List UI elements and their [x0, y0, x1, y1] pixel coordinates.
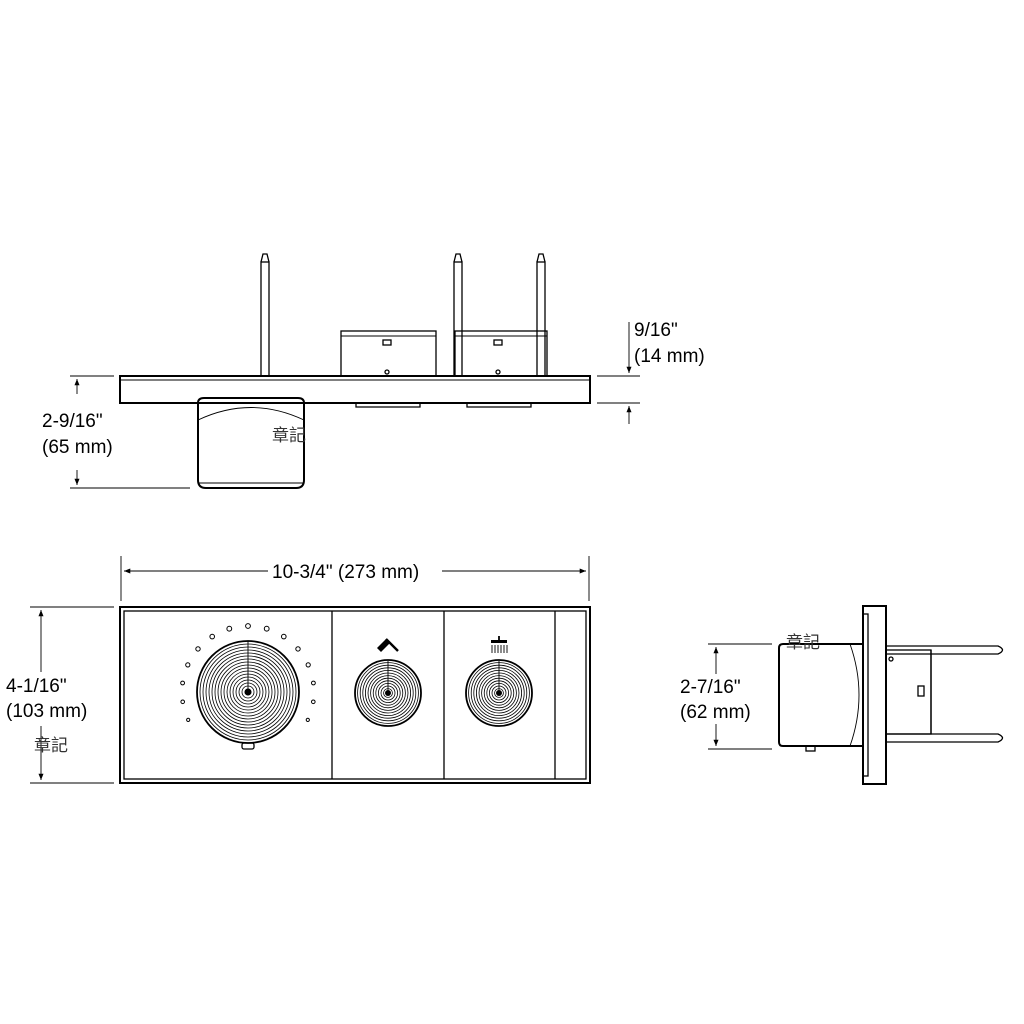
dim-top-projection-label: 2-9/16" [42, 411, 103, 432]
handshower-icon [377, 638, 399, 652]
front-view: 10-3/4" (273 mm) [6, 556, 591, 784]
scale-dot [305, 717, 310, 723]
scale-dot [245, 623, 251, 629]
top-view-body [197, 397, 305, 489]
top-view-valve-boxes [340, 330, 548, 377]
dim-side-height-mm: (62 mm) [680, 702, 751, 723]
side-view-body [778, 643, 863, 747]
showerhead-knob[interactable] [465, 636, 533, 727]
dim-top-depth-label: 9/16" [634, 320, 678, 341]
scale-dot [180, 699, 185, 705]
scale-dot [295, 646, 301, 652]
scale-dot [311, 680, 316, 686]
dim-side-height-label: 2-7/16" [680, 677, 741, 698]
dim-front-height-mm: (103 mm) [6, 701, 87, 722]
side-view: 2-7/16" (62 mm) 章記 [680, 605, 1004, 785]
scale-dot [226, 625, 233, 632]
scale-dot [209, 633, 215, 640]
dim-top-projection: 2-9/16" (65 mm) [42, 375, 190, 489]
dim-front-width: 10-3/4" (273 mm) [120, 556, 590, 601]
top-view: 2-9/16" (65 mm) 9/16" (14 mm) 章記 [42, 253, 705, 489]
thermostat-knob[interactable] [180, 623, 316, 750]
dim-top-depth: 9/16" (14 mm) [597, 320, 705, 424]
scale-dot [305, 662, 311, 668]
watermark: 章記 [34, 736, 68, 756]
dim-front-width-label: 10-3/4" (273 mm) [272, 562, 419, 583]
dim-side-height: 2-7/16" (62 mm) [680, 643, 772, 750]
scale-dot [263, 625, 270, 632]
scale-dot [281, 633, 287, 640]
handshower-knob[interactable] [354, 638, 422, 727]
temperature-scale-dots [180, 623, 316, 723]
watermark: 章記 [786, 633, 820, 653]
scale-dot [180, 680, 186, 686]
knob-ring [354, 659, 422, 727]
top-view-posts [260, 253, 546, 377]
scale-dot [186, 717, 191, 723]
watermark: 章記 [272, 426, 306, 446]
dim-top-projection-mm: (65 mm) [42, 437, 113, 458]
showerhead-icon [491, 636, 508, 653]
scale-dot [185, 662, 191, 668]
dim-front-height: 4-1/16" (103 mm) [6, 606, 114, 784]
scale-dot [195, 646, 201, 652]
knob-ring [465, 659, 533, 727]
dim-front-height-label: 4-1/16" [6, 676, 67, 697]
scale-dot [311, 699, 316, 705]
dim-top-depth-mm: (14 mm) [634, 346, 705, 367]
